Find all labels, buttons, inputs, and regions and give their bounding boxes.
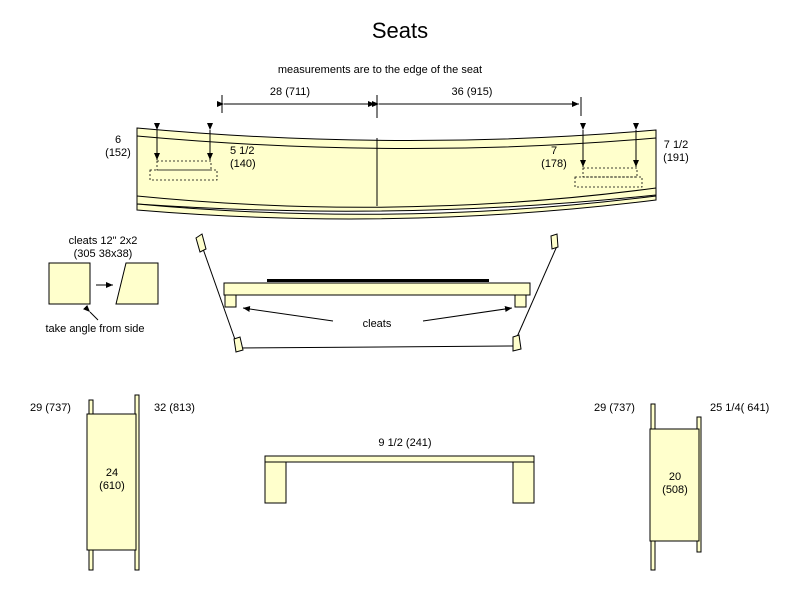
seat-panel [649,428,700,542]
right-inner-value: 7 [551,145,557,157]
dim-left-label: 28 (711) [270,86,310,98]
cleat-left [224,294,237,308]
left-seat-width: 24 [106,467,118,479]
left-seat-plan: 29 (737) 32 (813) 24 (610) [30,394,195,571]
seat-bottom-edge [136,195,657,220]
cleat-pointer-right [422,306,513,322]
angle-note-arrow [82,304,99,321]
chine-right [512,334,522,352]
cleat-square [48,262,91,305]
cleat-outline [582,167,638,178]
angle-note: take angle from side [45,323,144,335]
hull-section: cleats [195,233,559,353]
right-seat-left-dim: 29 (737) [594,402,635,414]
right-outer-mm: (191) [663,152,689,164]
right-inner-mm: (178) [541,158,567,170]
cleat-outline [574,176,643,188]
cleat-size-mm: (305 38x38) [74,248,133,260]
seat-plank [136,127,657,212]
hull-bottom [237,345,514,349]
gunwale-right [550,233,559,250]
seat-top-view: 28 (711) 36 (915) 6 (152) 5 1/2 (140) 7 … [105,86,689,220]
left-seat-width-mm: (610) [99,480,125,492]
cleat-outline [149,169,218,181]
page-title: Seats [372,18,428,43]
left-seat-left-dim: 29 (737) [30,402,71,414]
hull-side-left [201,245,239,349]
measurement-note: measurements are to the edge of the seat [278,64,482,76]
left-outer-value: 6 [115,134,121,146]
gunwale-left [195,233,207,253]
cleat-angled [115,262,159,305]
dim-right-label: 36 (915) [452,86,493,98]
right-seat-width: 20 [669,471,681,483]
chine-left [233,336,244,353]
cleat-right [514,294,527,308]
bench-dim: 9 1/2 (241) [378,437,431,449]
hull-side-right [512,245,558,347]
cleat-detail: cleats 12" 2x2 (305 38x38) take angle fr… [45,235,159,335]
left-inner-mm: (140) [230,158,256,170]
seat-top-board [267,279,489,282]
bench-leg-left [264,461,287,504]
seat-panel [86,413,137,551]
bench-leg-right [512,461,535,504]
left-seat-right-dim: 32 (813) [154,402,195,414]
left-inner-value: 5 1/2 [230,145,254,157]
cleat-size-label: cleats 12" 2x2 [69,235,138,247]
right-outer-value: 7 1/2 [664,139,688,151]
right-seat-plan: 29 (737) 25 1/4( 641) 20 (508) [594,402,769,571]
seat-board [223,282,531,296]
cleat-pointer-left [242,306,334,322]
bench-elevation: 9 1/2 (241) [264,437,535,504]
bench-top [264,455,535,463]
seat-edge-line-bottom [136,187,657,208]
cleats-label: cleats [363,318,392,330]
right-seat-width-mm: (508) [662,484,688,496]
left-outer-mm: (152) [105,147,131,159]
right-seat-right-dim: 25 1/4( 641) [710,402,769,414]
